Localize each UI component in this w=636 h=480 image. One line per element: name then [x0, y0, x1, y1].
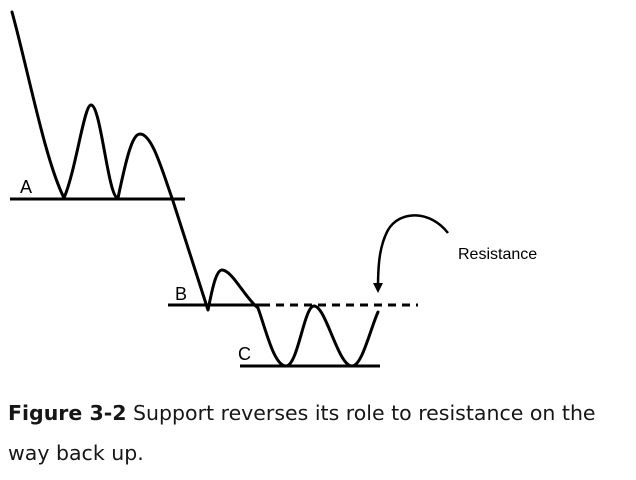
price-path	[10, 10, 380, 368]
support-resistance-diagram: A B C Resistance	[10, 10, 537, 368]
figure-caption-text: Support reverses its role to resistance …	[8, 401, 596, 465]
resistance-arrow	[373, 214, 449, 293]
resistance-label: Resistance	[458, 246, 537, 263]
level-label-c: C	[238, 344, 251, 364]
figure-number: Figure 3-2	[8, 401, 127, 425]
figure-caption: Figure 3-2 Support reverses its role to …	[8, 393, 628, 473]
level-label-b: B	[175, 284, 187, 304]
diagram-canvas: A B C Resistance	[10, 10, 537, 368]
level-label-a: A	[20, 177, 32, 197]
